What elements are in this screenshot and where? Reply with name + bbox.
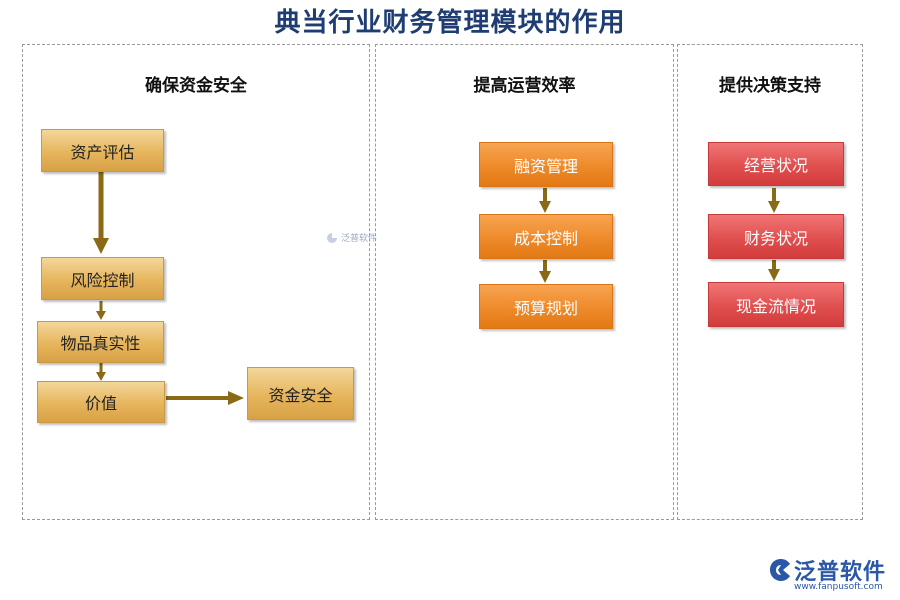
box-fund-safety: 资金安全 [247,367,354,420]
brand-logo: 泛普软件 www.fanpusoft.com [768,554,896,596]
arrow-value-to-safety [166,391,244,405]
panel-decision-support: 提供决策支持 [677,44,863,520]
box-item-authenticity: 物品真实性 [37,321,164,363]
box-cost-control: 成本控制 [479,214,613,259]
arrow-item-to-value [96,363,106,381]
arrow-finance-to-cashflow [768,260,780,281]
panel-title: 确保资金安全 [145,76,247,96]
panel-ensure-fund-safety: 确保资金安全 [22,44,370,520]
arrow-operation-to-finance [768,188,780,213]
watermark: 泛普软件 [326,231,377,244]
watermark-text: 泛普软件 [341,234,378,244]
box-value: 价值 [37,381,165,423]
arrow-asset-to-risk [93,172,109,254]
page-title: 典当行业财务管理模块的作用 [274,8,626,38]
arrow-risk-to-item [96,301,106,320]
logo-url: www.fanpusoft.com [794,582,883,592]
panel-title: 提供决策支持 [719,76,821,96]
fanpu-logo-icon [770,559,790,581]
watermark-logo-icon [327,232,337,243]
box-budget-planning: 预算规划 [479,284,613,329]
arrow-financing-to-cost [539,188,551,213]
panel-title: 提高运营效率 [473,76,576,96]
box-operating-status: 经营状况 [708,142,844,186]
logo-name: 泛普软件 [794,560,887,585]
box-risk-control: 风险控制 [41,257,164,300]
arrow-cost-to-budget [539,260,551,283]
box-asset-evaluation: 资产评估 [41,129,164,172]
panel-improve-efficiency: 提高运营效率 [375,44,674,520]
box-financing-management: 融资管理 [479,142,613,187]
box-cashflow-status: 现金流情况 [708,282,844,327]
box-financial-status: 财务状况 [708,214,844,259]
